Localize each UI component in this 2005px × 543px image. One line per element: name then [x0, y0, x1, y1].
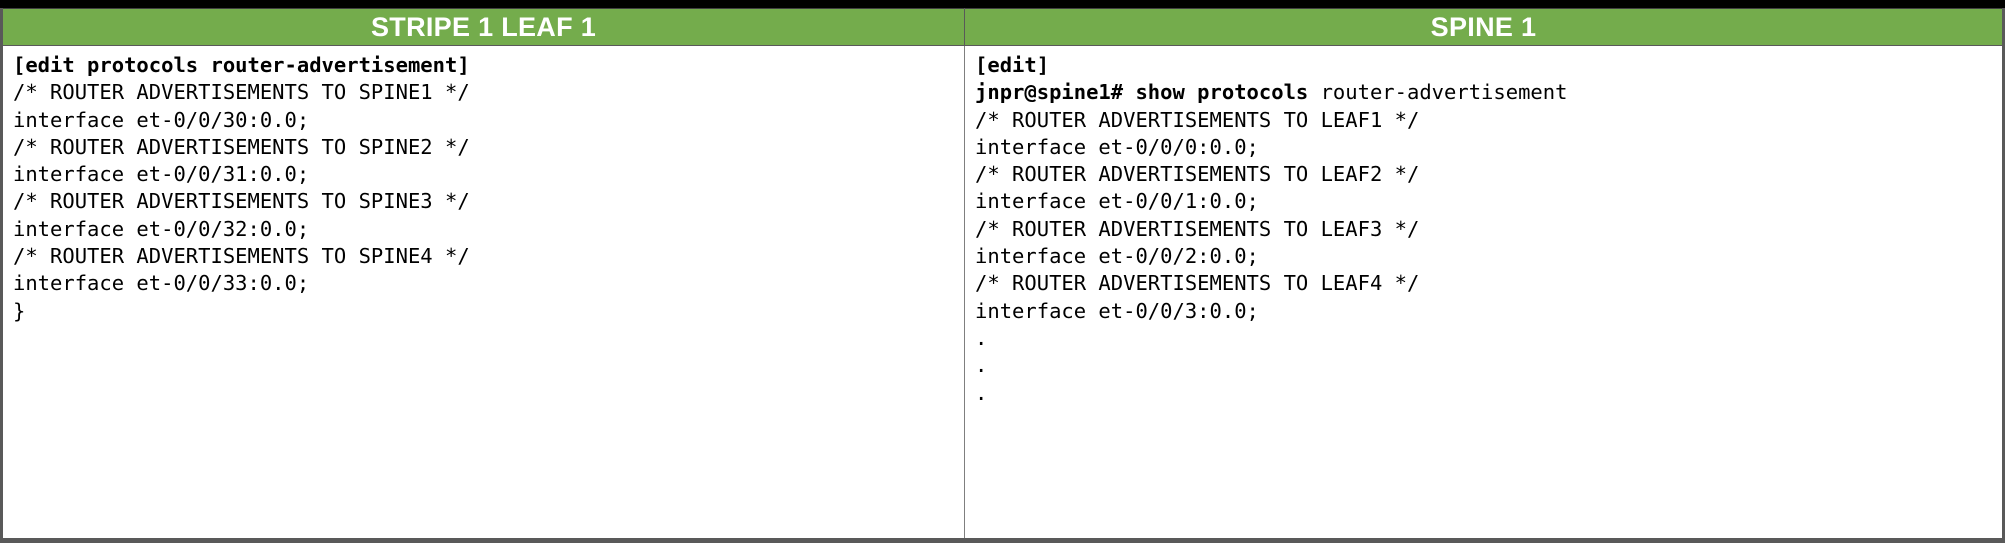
code-line: interface et-0/0/2:0.0; [975, 244, 1259, 269]
code-line: /* ROUTER ADVERTISEMENTS TO SPINE2 */ [13, 134, 470, 159]
column-header-spine1: SPINE 1 [964, 8, 2002, 46]
code-block-stripe1-leaf1: [edit protocols router-advertisement] /* … [13, 52, 964, 325]
table-frame: STRIPE 1 LEAF 1 SPINE 1 [edit protocols … [0, 8, 2005, 543]
code-line: interface et-0/0/1:0.0; [975, 189, 1259, 214]
code-line: /* ROUTER ADVERTISEMENTS TO LEAF2 */ [975, 162, 1420, 187]
code-line: /* ROUTER ADVERTISEMENTS TO LEAF1 */ [975, 107, 1420, 132]
code-line: /* ROUTER ADVERTISEMENTS TO SPINE1 */ [13, 80, 470, 105]
code-line: . [975, 353, 988, 378]
code-segment: router-advertisement [1320, 80, 1568, 105]
table-body: [edit protocols router-advertisement] /* … [3, 45, 2002, 538]
code-line: /* ROUTER ADVERTISEMENTS TO SPINE4 */ [13, 244, 470, 269]
top-black-strip [0, 0, 2005, 8]
table-header-row: STRIPE 1 LEAF 1 SPINE 1 [3, 8, 2002, 46]
cell-spine1-output: [edit]jnpr@spine1# show protocols router… [964, 45, 2002, 538]
code-block-spine1: [edit]jnpr@spine1# show protocols router… [975, 52, 2002, 407]
code-line: /* ROUTER ADVERTISEMENTS TO LEAF3 */ [975, 216, 1420, 241]
code-segment: jnpr@spine1# show protocols [975, 80, 1321, 105]
code-line: interface et-0/0/32:0.0; [13, 216, 310, 241]
code-line: } [13, 298, 26, 323]
code-line: interface et-0/0/30:0.0; [13, 107, 310, 132]
code-line: interface et-0/0/3:0.0; [975, 298, 1259, 323]
code-line: jnpr@spine1# show protocols router-adver… [975, 79, 2002, 106]
code-line: [edit protocols router-advertisement] [13, 53, 470, 77]
code-line: . [975, 380, 988, 405]
code-line: . [975, 325, 988, 350]
code-line: interface et-0/0/33:0.0; [13, 271, 310, 296]
code-line: /* ROUTER ADVERTISEMENTS TO SPINE3 */ [13, 189, 470, 214]
code-line: interface et-0/0/0:0.0; [975, 134, 1259, 159]
code-line: interface et-0/0/31:0.0; [13, 162, 310, 187]
cell-stripe1-leaf1-output: [edit protocols router-advertisement] /* … [3, 45, 966, 538]
code-line: /* ROUTER ADVERTISEMENTS TO LEAF4 */ [975, 271, 1420, 296]
column-header-stripe1-leaf1: STRIPE 1 LEAF 1 [3, 8, 966, 46]
code-line: [edit] [975, 53, 1050, 77]
cli-output-table: STRIPE 1 LEAF 1 SPINE 1 [edit protocols … [3, 8, 2002, 538]
